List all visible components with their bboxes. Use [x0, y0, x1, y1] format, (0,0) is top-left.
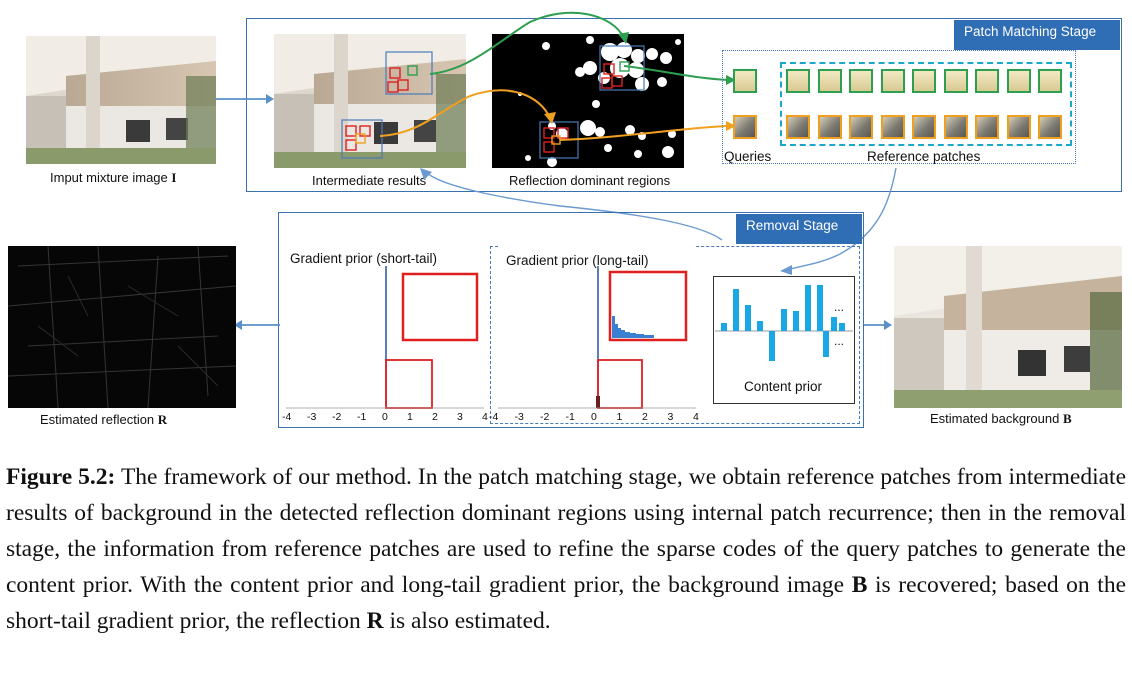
estimated-reflection-label: Estimated reflection R: [40, 412, 167, 428]
estimated-background-label-text: Estimated background: [930, 411, 1060, 426]
reference-patch-green: [1006, 69, 1031, 93]
caption-text-2: is recovered; based on the short-tail gr…: [6, 572, 1126, 634]
reference-patch-orange: [943, 115, 968, 139]
reference-patch-green: [1038, 69, 1062, 93]
long-tail-axis-tick: 4: [693, 411, 699, 423]
reference-patch-orange: [975, 115, 999, 139]
long-tail-axis-tick: 2: [642, 411, 648, 423]
content-prior-bar: [831, 317, 837, 331]
content-prior-bars: [715, 285, 853, 361]
content-prior-box: [713, 276, 855, 404]
content-prior-ellipsis-bottom: ...: [834, 334, 845, 348]
query-patch-orange: [733, 115, 757, 139]
content-prior-bar: [757, 321, 763, 331]
content-prior-bar: [769, 331, 775, 361]
input-image-label: Imput mixture image I: [50, 170, 176, 186]
figure-label: Figure 5.2:: [6, 464, 116, 490]
content-prior-label: Content prior: [744, 379, 823, 394]
reference-patch-orange: [880, 115, 905, 139]
short-tail-axis-tick: -1: [357, 411, 367, 423]
reference-patch-green: [817, 69, 842, 93]
reference-patches-label: Reference patches: [867, 149, 981, 164]
patches-dotted-box: [722, 50, 1076, 164]
content-prior-bar: [817, 285, 823, 331]
removal-stage-box: [278, 212, 864, 428]
long-tail-axis-tick: 3: [667, 411, 674, 423]
input-image-label-text: Imput mixture image: [50, 170, 168, 185]
content-prior-bar: [793, 311, 799, 331]
short-tail-axis-tick: -3: [307, 411, 317, 423]
figure-caption: Figure 5.2: The framework of our method.…: [6, 459, 1126, 639]
reference-patch-green: [849, 69, 873, 93]
reference-patch-green: [943, 69, 968, 93]
gradient-short-title: Gradient prior (short-tail): [290, 251, 438, 266]
input-mixture-image: [26, 36, 216, 164]
reference-patch-green: [912, 69, 936, 93]
reference-patch-orange: [849, 115, 873, 139]
reference-patch-orange: [912, 115, 936, 139]
estimated-reflection-label-text: Estimated reflection: [40, 412, 155, 427]
gradient-prior-short-tail-plot: [286, 246, 484, 410]
caption-symbol-r: R: [366, 608, 384, 634]
estimated-background-symbol: B: [1062, 411, 1072, 426]
estimated-background-label: Estimated background B: [930, 411, 1072, 427]
short-tail-axis-tick: 0: [382, 411, 388, 423]
arrow-to-estimated-background: [864, 320, 892, 330]
long-tail-axis-tick: -2: [540, 411, 550, 423]
content-prior-bar: [745, 305, 751, 331]
content-prior-bar: [805, 285, 811, 331]
short-tail-axis-tick: 4: [482, 411, 488, 423]
reference-patch-green: [880, 69, 905, 93]
reference-patches-dashed-box: [780, 62, 1072, 146]
caption-symbol-b: B: [851, 572, 868, 598]
short-tail-axis-tick: 1: [407, 411, 413, 423]
estimated-background-image: [894, 246, 1122, 408]
content-prior-bar: [721, 323, 727, 331]
long-tail-axis-tick: 0: [591, 411, 597, 423]
short-tail-axis-tick: 3: [457, 411, 463, 423]
patch-matching-stage-tag: Patch Matching Stage: [954, 20, 1120, 50]
queries-label: Queries: [724, 149, 772, 164]
short-tail-axis-tick: -4: [282, 411, 292, 423]
reference-patch-green: [975, 69, 999, 93]
gradient-prior-long-tail-plot: [498, 246, 696, 410]
long-tail-axis-tick: 1: [616, 411, 623, 423]
long-tail-axis-tick: -1: [565, 411, 575, 423]
patch-matching-stage-box: [246, 18, 1122, 192]
reference-patch-orange: [1038, 115, 1062, 139]
intermediate-results-image: [274, 34, 466, 168]
content-prior-bar: [839, 323, 845, 331]
caption-text-1: The framework of our method. In the patc…: [6, 464, 1126, 598]
content-prior-bar: [781, 309, 787, 331]
short-tail-axis-tick: 2: [432, 411, 438, 423]
reference-patch-orange: [1006, 115, 1031, 139]
gradient-long-title: Gradient prior (long-tail): [506, 253, 649, 268]
long-tail-axis-tick: -3: [514, 411, 524, 423]
content-prior-bar: [823, 331, 829, 357]
reflection-regions-label: Reflection dominant regions: [509, 173, 671, 188]
short-tail-axis-tick: -2: [332, 411, 342, 423]
estimated-reflection-symbol: R: [157, 412, 168, 427]
patch-matching-arrows: [379, 11, 897, 275]
content-prior-ellipsis-top: ...: [834, 300, 845, 314]
content-prior-bar: [733, 289, 739, 331]
arrow-to-estimated-reflection: [234, 320, 280, 330]
arrow-input-to-intermediate: [216, 94, 274, 104]
caption-text-3: is also estimated.: [383, 608, 551, 634]
reference-patch-orange: [786, 115, 810, 139]
long-tail-axis-tick: -4: [489, 411, 499, 423]
reference-patch-orange: [817, 115, 842, 139]
input-image-symbol: I: [171, 170, 177, 185]
intermediate-results-label: Intermediate results: [312, 173, 427, 188]
estimated-reflection-image: [8, 246, 236, 408]
removal-stage-tag: Removal Stage: [736, 214, 862, 244]
reference-patch-green: [786, 69, 810, 93]
query-patch-green: [733, 69, 757, 93]
